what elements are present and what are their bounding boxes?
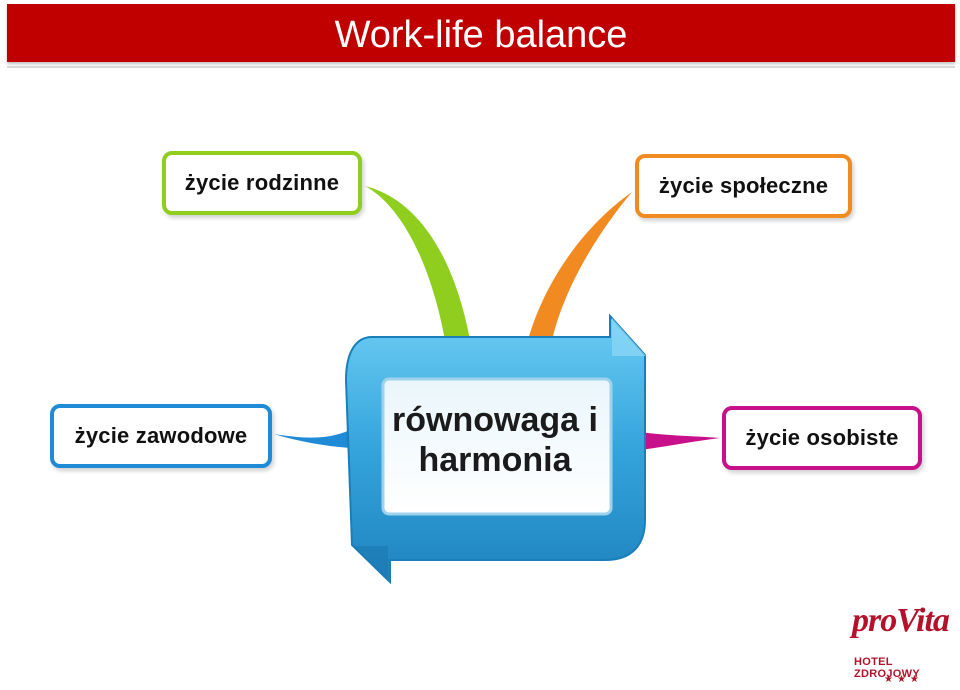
slide-title: Work-life balance [334,14,628,56]
branch-personal [640,432,720,450]
node-family-life: życie rodzinne [162,151,362,215]
branch-social [528,192,632,340]
logo-subtitle: HOTEL ZDROJOWY [854,656,920,680]
title-bar: Work-life balance [7,4,955,68]
center-label: równowaga i harmonia [375,400,615,480]
node-social-life: życie społeczne [635,154,852,218]
provita-logo: proVita HOTEL ZDROJOWY ★★★ [850,600,960,690]
center-line-2: harmonia [418,441,572,479]
center-line-1: równowaga i [392,401,598,439]
branch-work [274,430,350,448]
center-frame [344,313,646,585]
logo-stars-icon: ★★★ [884,674,923,685]
node-work-life: życie zawodowe [50,404,272,468]
branch-family [365,186,470,340]
node-personal-life: życie osobiste [722,406,922,470]
logo-word: proVita [852,602,950,639]
